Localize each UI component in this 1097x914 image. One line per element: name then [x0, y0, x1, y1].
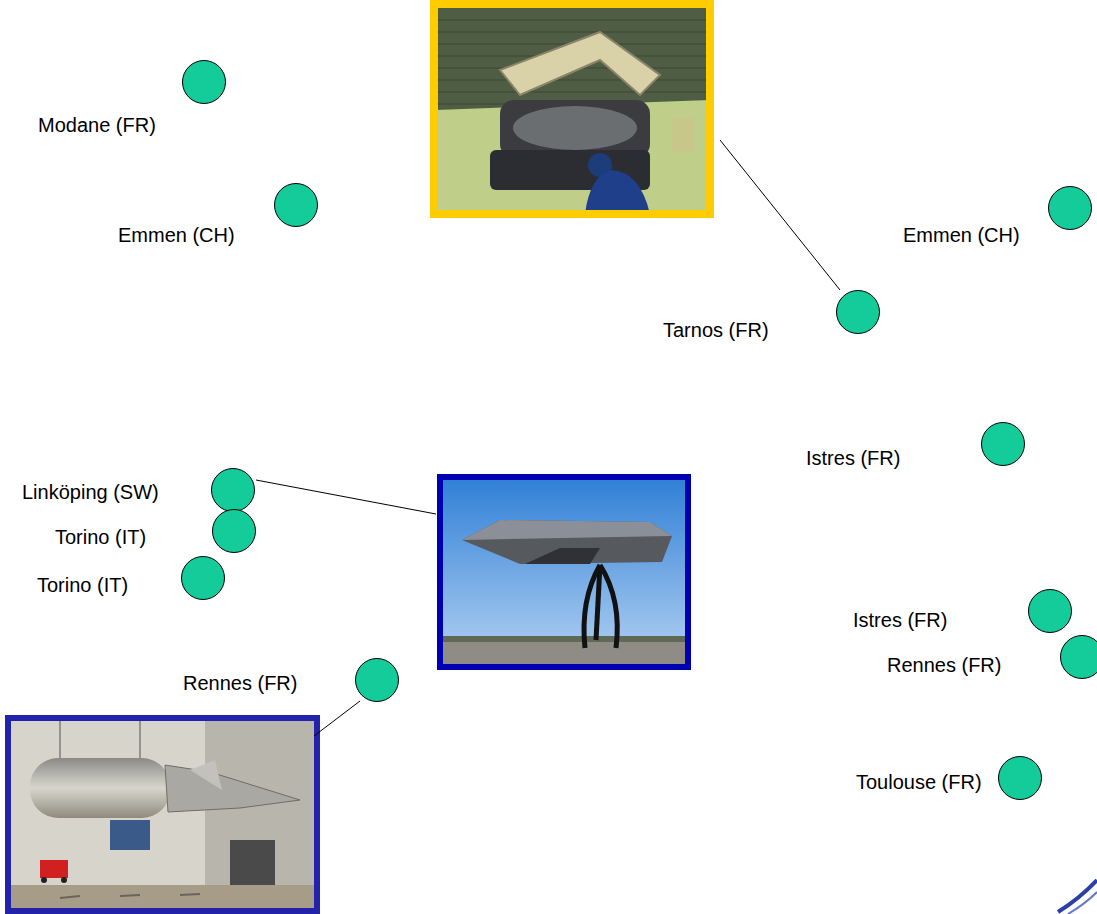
site-marker: [181, 556, 225, 600]
site-marker: [1060, 635, 1097, 679]
site-label: Istres (FR): [853, 608, 947, 632]
site-label: Torino (IT): [37, 573, 128, 597]
site-label: Rennes (FR): [183, 671, 297, 695]
site-node: Emmen (CH): [903, 223, 1020, 247]
site-label: Linköping (SW): [22, 480, 159, 504]
site-marker: [836, 290, 880, 334]
site-marker: [182, 60, 226, 104]
site-node: Torino (IT): [37, 573, 128, 597]
site-marker: [1048, 186, 1092, 230]
site-node: Tarnos (FR): [663, 318, 769, 342]
site-label: Modane (FR): [38, 113, 156, 137]
site-marker: [211, 468, 255, 512]
site-node: Torino (IT): [55, 525, 146, 549]
engine-photo: [434, 4, 710, 214]
site-marker: [274, 183, 318, 227]
site-label: Rennes (FR): [887, 653, 1001, 677]
site-label: Tarnos (FR): [663, 318, 769, 342]
site-node: Toulouse (FR): [856, 770, 982, 794]
site-marker: [981, 422, 1025, 466]
leader-lines: [256, 140, 840, 736]
site-node: Modane (FR): [38, 113, 156, 137]
site-label: Istres (FR): [806, 446, 900, 470]
logo-fragment: [1068, 892, 1097, 914]
model-photo: [440, 477, 688, 667]
hangar-photo: [8, 718, 317, 911]
site-node: Istres (FR): [806, 446, 900, 470]
site-marker: [355, 658, 399, 702]
site-node: Rennes (FR): [887, 653, 1001, 677]
site-node: Emmen (CH): [118, 223, 235, 247]
site-marker: [1028, 589, 1072, 633]
site-label: Torino (IT): [55, 525, 146, 549]
site-node: Rennes (FR): [183, 671, 297, 695]
site-label: Toulouse (FR): [856, 770, 982, 794]
site-node: Istres (FR): [853, 608, 947, 632]
site-node: Linköping (SW): [22, 480, 159, 504]
site-label: Emmen (CH): [118, 223, 235, 247]
site-marker: [998, 756, 1042, 800]
site-marker: [212, 509, 256, 553]
site-label: Emmen (CH): [903, 223, 1020, 247]
